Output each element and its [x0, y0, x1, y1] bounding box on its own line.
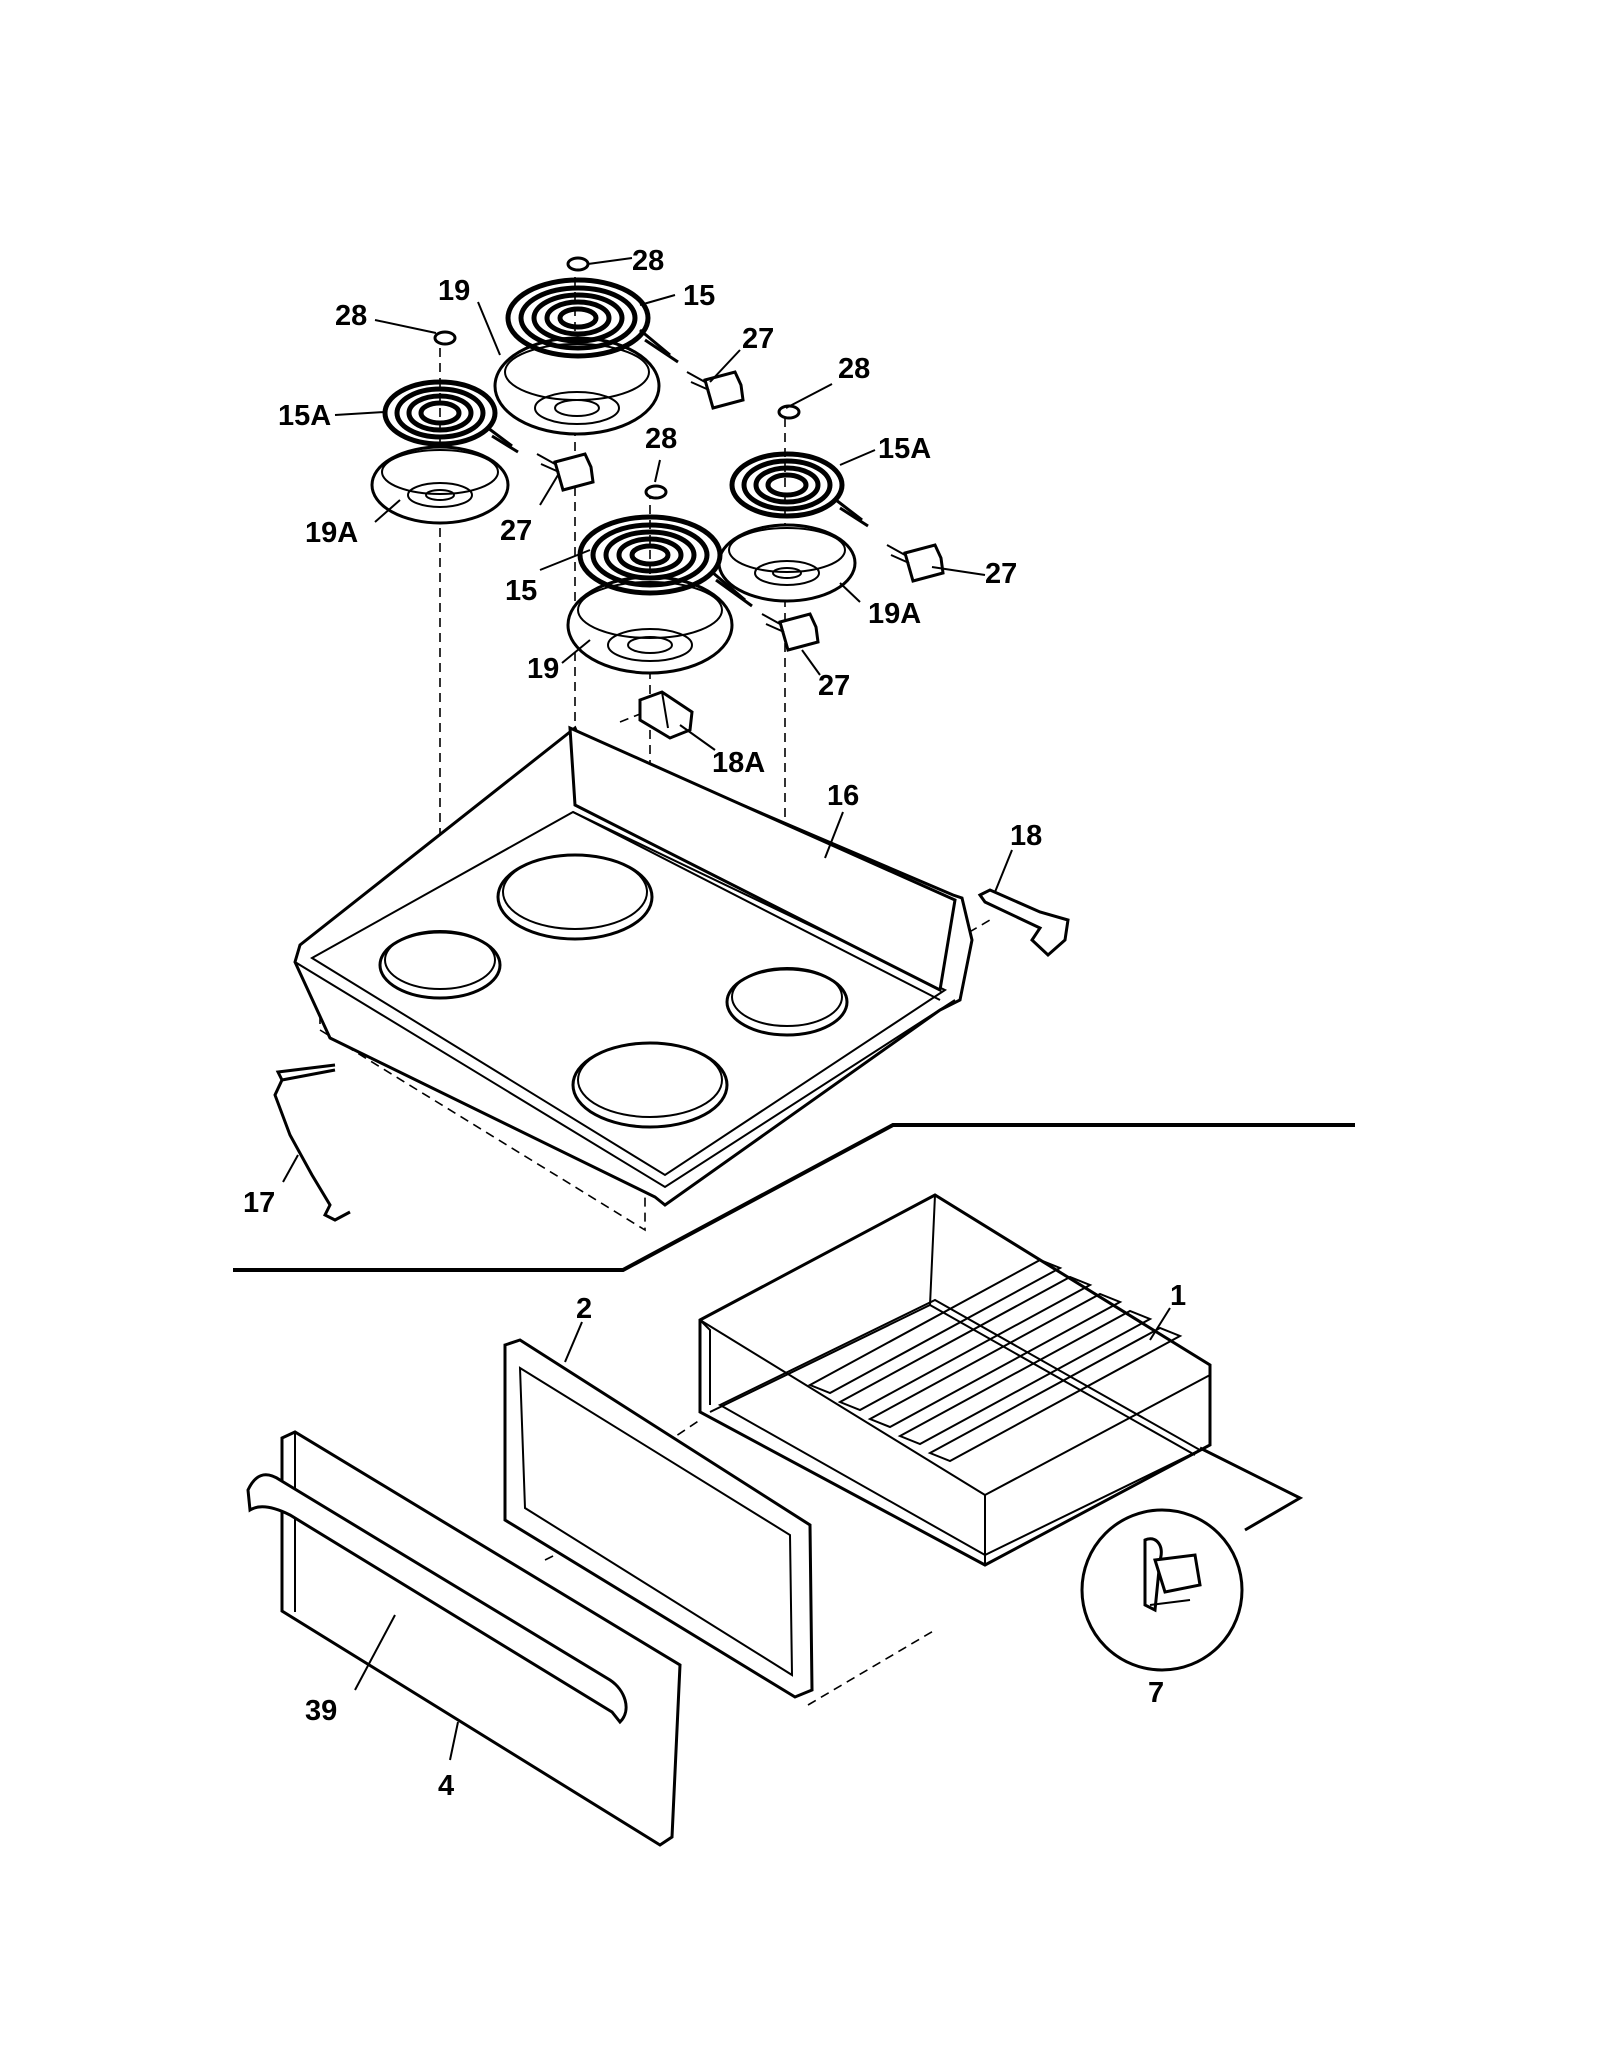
drawer-handle — [246, 1473, 628, 1725]
drawer-ribs — [807, 1258, 1183, 1463]
detail-glide-7 — [1080, 1446, 1304, 1672]
callout-27: 27 — [742, 323, 774, 355]
callout-labels: 28 19 15 28 27 28 15A 28 15A 19A 27 27 1… — [243, 245, 1186, 1802]
drawer-body — [698, 1193, 1212, 1567]
burner-coil-15A-right — [729, 451, 869, 528]
callout-15A: 15A — [278, 400, 331, 432]
callout-19: 19 — [527, 653, 559, 685]
callout-39: 39 — [305, 1695, 337, 1727]
callout-2: 2 — [576, 1293, 592, 1325]
leader-lines — [282, 257, 1171, 1761]
bracket-18 — [977, 888, 1070, 958]
callout-27: 27 — [985, 558, 1017, 590]
callout-28: 28 — [632, 245, 664, 277]
callout-15: 15 — [505, 575, 537, 607]
callout-19A: 19A — [868, 598, 921, 630]
callout-19: 19 — [438, 275, 470, 307]
callout-17: 17 — [243, 1187, 275, 1219]
drawer-frame — [503, 1338, 814, 1699]
callout-19A: 19A — [305, 517, 358, 549]
callout-18A: 18A — [712, 747, 765, 779]
callout-28: 28 — [645, 423, 677, 455]
section-divider — [233, 1123, 1355, 1272]
callout-28: 28 — [335, 300, 367, 332]
callout-15: 15 — [683, 280, 715, 312]
callout-1: 1 — [1170, 1280, 1186, 1312]
receptacle-27-icons — [536, 370, 945, 652]
burner-coil-15-top — [505, 277, 679, 364]
callout-16: 16 — [827, 780, 859, 812]
cooktop — [293, 725, 974, 1207]
hinge-rod-17 — [273, 1063, 351, 1222]
bracket-18A — [638, 690, 694, 740]
callout-28: 28 — [838, 353, 870, 385]
callout-7: 7 — [1148, 1677, 1164, 1709]
callout-18: 18 — [1010, 820, 1042, 852]
callout-4: 4 — [438, 1770, 454, 1802]
drip-pan-19A-right — [717, 523, 857, 603]
cap-28-icons — [433, 256, 801, 500]
drip-pan-19-top — [493, 336, 661, 436]
callout-27: 27 — [500, 515, 532, 547]
callout-15A: 15A — [878, 433, 931, 465]
drawer-front — [280, 1430, 682, 1847]
drip-pan-19A-left — [370, 445, 510, 525]
callout-27: 27 — [818, 670, 850, 702]
